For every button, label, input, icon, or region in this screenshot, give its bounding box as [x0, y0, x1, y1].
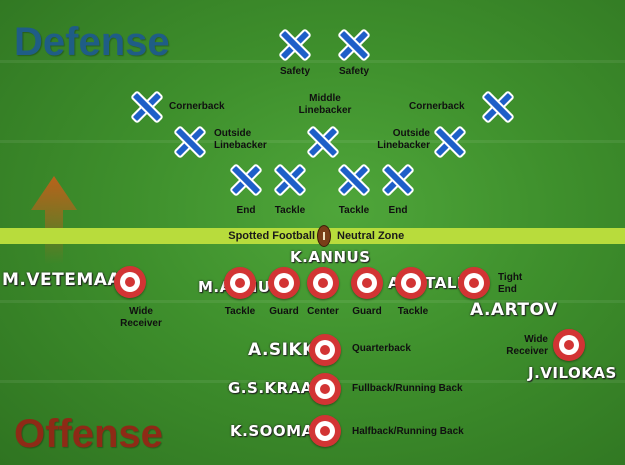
label-safety-left: Safety: [279, 66, 310, 77]
label-cornerback-left: Cornerback: [169, 101, 225, 112]
defense-player-safety-right: [336, 27, 372, 63]
label-end-right: End: [388, 205, 408, 216]
defense-player-end-left: [228, 162, 264, 198]
defense-player-cornerback-left: [129, 89, 165, 125]
spotted-football-label: Spotted Football: [228, 230, 315, 242]
player-name-halfback: K.SOOMAN: [230, 422, 327, 440]
label-middle-linebacker: Middle Linebacker: [298, 93, 352, 116]
label-center: Center: [307, 306, 339, 317]
label-guard-left: Guard: [269, 306, 299, 317]
offense-title: Offense: [14, 412, 163, 456]
offense-player-tackle-right: [395, 267, 427, 299]
neutral-zone-label: Neutral Zone: [337, 230, 405, 242]
player-name-tight-end: A.ARTOV: [470, 300, 558, 320]
offense-player-wide-receiver-left: [114, 266, 146, 298]
label-wide-receiver-right: Wide Receiver: [506, 334, 548, 357]
defense-player-tackle-left: [272, 162, 308, 198]
player-name-fullback: G.S.KRAAS: [228, 379, 325, 397]
defense-player-tackle-right: [336, 162, 372, 198]
label-tackle-left-offense: Tackle: [224, 306, 256, 317]
label-fullback: Fullback/Running Back: [352, 383, 463, 394]
player-name-quarterback: A.SIKK: [248, 340, 316, 360]
defense-player-safety-left: [277, 27, 313, 63]
label-outside-linebacker-left: Outside Linebacker: [214, 128, 267, 151]
label-cornerback-right: Cornerback: [409, 101, 465, 112]
player-name-center: K.ANNUS: [290, 248, 371, 266]
offense-player-center: [307, 267, 339, 299]
offense-player-quarterback: [309, 334, 341, 366]
player-name-wide-receiver-left: M.VETEMAA: [2, 270, 122, 290]
label-outside-linebacker-right: Outside Linebacker: [377, 128, 430, 151]
defense-player-outside-linebacker-left: [172, 124, 208, 160]
offense-player-tight-end: [458, 267, 490, 299]
offense-player-guard-right: [351, 267, 383, 299]
defense-player-outside-linebacker-right: [432, 124, 468, 160]
label-quarterback: Quarterback: [352, 343, 411, 354]
offense-player-halfback: [309, 415, 341, 447]
defense-title: Defense: [14, 20, 170, 64]
offense-player-fullback: [309, 373, 341, 405]
label-halfback: Halfback/Running Back: [352, 426, 464, 437]
offense-player-guard-left: [268, 267, 300, 299]
football-icon: [317, 225, 331, 247]
defense-player-end-right: [380, 162, 416, 198]
offense-player-wide-receiver-right: [553, 329, 585, 361]
defense-player-cornerback-right: [480, 89, 516, 125]
label-tackle-left: Tackle: [274, 205, 306, 216]
label-tackle-right: Tackle: [338, 205, 370, 216]
defense-player-middle-linebacker: [305, 124, 341, 160]
label-safety-right: Safety: [338, 66, 369, 77]
field-stripe: [0, 300, 625, 303]
label-end-left: End: [236, 205, 256, 216]
neutral-zone-band: Spotted Football Neutral Zone: [0, 228, 625, 244]
label-tackle-right-offense: Tackle: [397, 306, 429, 317]
label-wide-receiver-left: Wide Receiver: [120, 306, 162, 329]
player-name-wide-receiver-right: J.VILOKAS: [528, 364, 617, 382]
label-guard-right: Guard: [352, 306, 382, 317]
forward-arrow-icon: [31, 176, 77, 264]
offense-player-tackle-left: [224, 267, 256, 299]
label-tight-end: Tight End: [498, 272, 523, 295]
